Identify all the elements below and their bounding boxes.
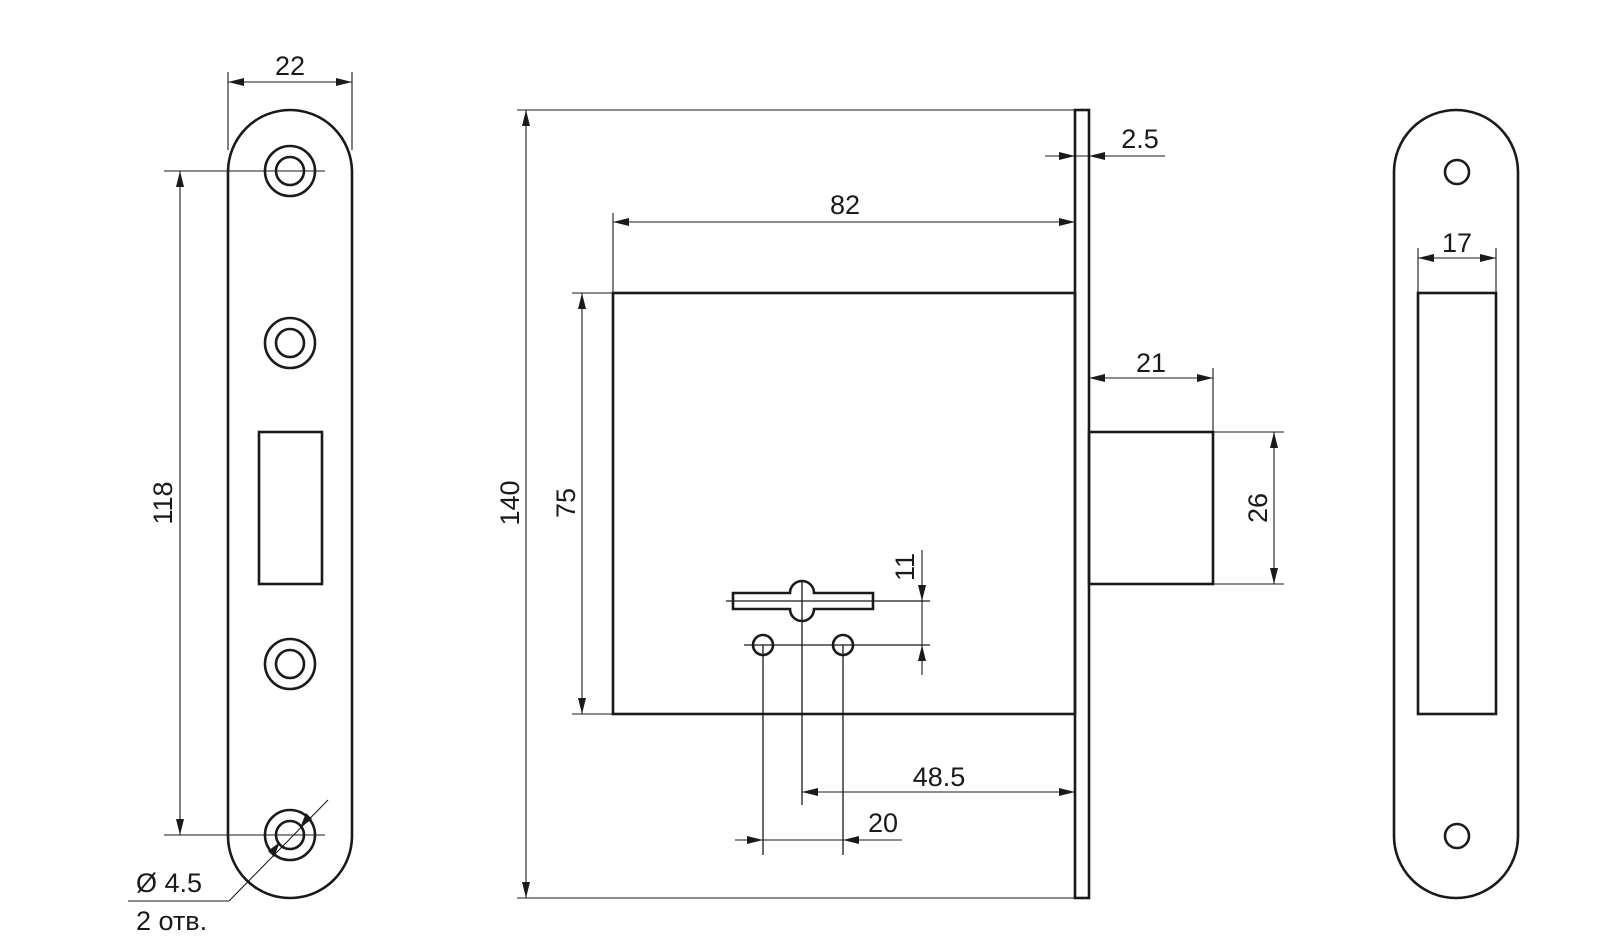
label-screw-spacing: 118 xyxy=(148,481,178,524)
faceplate-profile xyxy=(1073,108,1091,900)
faceplate-outline xyxy=(226,108,354,900)
lock-body xyxy=(611,291,1077,716)
faceplate-bolt-slot xyxy=(257,430,324,586)
label-bolt-height: 26 xyxy=(1243,493,1273,523)
label-backset: 48.5 xyxy=(913,762,966,792)
label-bolt-projection: 21 xyxy=(1136,348,1166,378)
label-body-height: 75 xyxy=(551,488,581,518)
dimension-body-depth: 82 xyxy=(612,190,1075,293)
strike-screw-hole-top xyxy=(1443,158,1471,186)
dimension-bolt-height: 26 xyxy=(1213,431,1284,585)
dimension-hole-diameter: Ø 4.5 2 отв. xyxy=(128,799,329,936)
dimension-screw-spacing: 118 xyxy=(148,170,325,836)
dimension-faceplate-width: 22 xyxy=(227,51,353,150)
dimension-faceplate-thickness: 2.5 xyxy=(1045,124,1165,160)
dimension-overall-height: 140 xyxy=(495,109,1075,899)
label-keyhole-spacing: 11 xyxy=(890,553,920,581)
strike-plate-outline xyxy=(1392,108,1520,900)
dimension-keyhole-spacing: 11 xyxy=(890,550,926,675)
label-hole-diameter: Ø 4.5 xyxy=(136,868,202,898)
faceplate-screw-lower xyxy=(263,637,317,691)
dimension-bolt-projection: 21 xyxy=(1089,348,1214,432)
label-faceplate-thickness: 2.5 xyxy=(1121,124,1159,154)
faceplate-view: 22 118 Ø 4.5 2 отв. xyxy=(128,51,354,936)
deadbolt xyxy=(1087,430,1215,586)
dimension-backset: 48.5 xyxy=(802,762,1075,796)
strike-plate-view: 17 xyxy=(1392,108,1520,900)
lock-side-view: 140 2.5 82 75 xyxy=(495,108,1284,900)
label-body-depth: 82 xyxy=(830,190,860,220)
dimension-pin-spacing: 20 xyxy=(735,808,902,844)
faceplate-screw-upper xyxy=(263,316,317,370)
keyhole xyxy=(731,579,875,657)
strike-screw-hole-bottom xyxy=(1443,822,1471,850)
dimension-body-height: 75 xyxy=(551,292,613,715)
label-strike-opening-width: 17 xyxy=(1442,228,1472,258)
label-hole-count: 2 отв. xyxy=(136,906,207,936)
strike-opening xyxy=(1416,291,1498,716)
label-pin-spacing: 20 xyxy=(868,808,898,838)
label-faceplate-width: 22 xyxy=(275,51,305,81)
dimension-strike-opening-width: 17 xyxy=(1417,228,1497,293)
label-overall-height: 140 xyxy=(495,480,525,525)
